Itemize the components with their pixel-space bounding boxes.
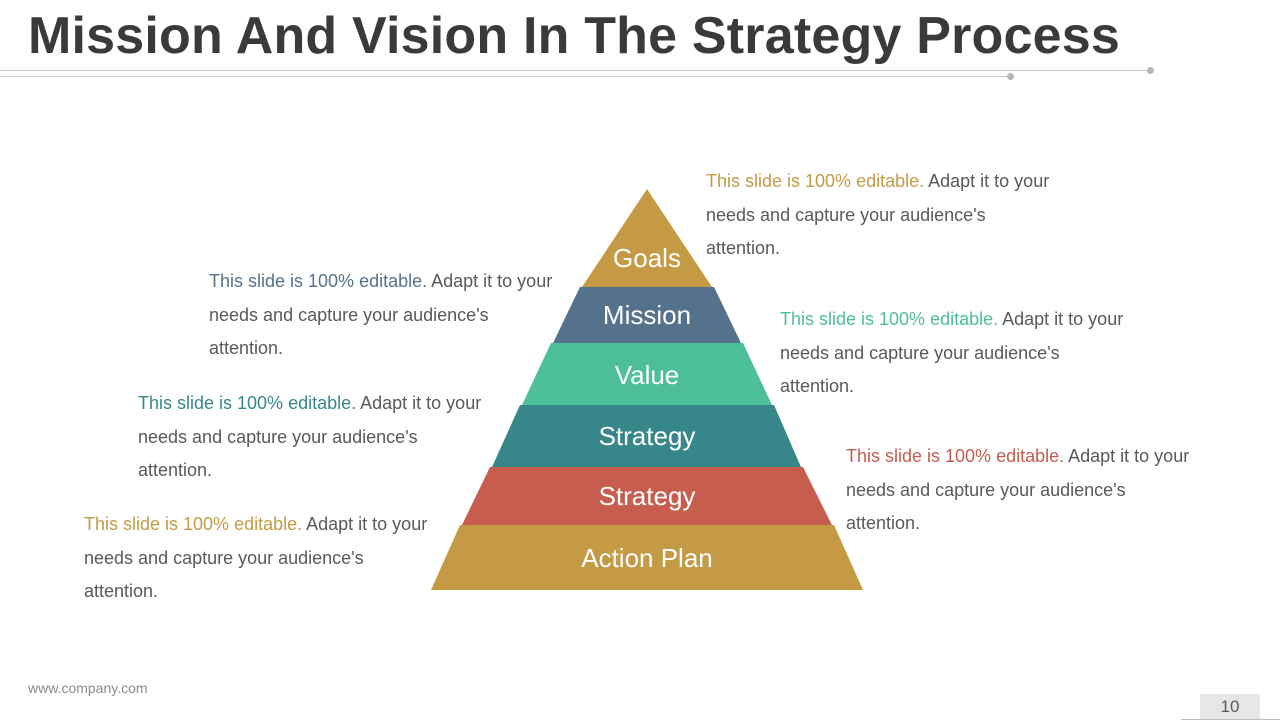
description-highlight: This slide is 100% editable. (84, 514, 303, 534)
description-strategy-2: This slide is 100% editable. Adapt it to… (846, 440, 1196, 541)
underline-end-dot (1007, 73, 1014, 80)
page-number: 10 (1200, 694, 1260, 720)
description-highlight: This slide is 100% editable. (846, 446, 1065, 466)
pyramid-level-action-plan (431, 525, 863, 590)
description-text: Adapt it to your needs and capture your … (780, 309, 1124, 396)
pyramid-level-value (522, 343, 772, 405)
description-highlight: This slide is 100% editable. (706, 171, 925, 191)
description-goals: This slide is 100% editable. Adapt it to… (706, 165, 1056, 266)
description-value: This slide is 100% editable. Adapt it to… (780, 303, 1130, 404)
description-text: Adapt it to your needs and capture your … (138, 393, 482, 480)
pyramid-level-mission (553, 287, 741, 343)
description-highlight: This slide is 100% editable. (209, 271, 428, 291)
description-text: Adapt it to your needs and capture your … (846, 446, 1190, 533)
description-highlight: This slide is 100% editable. (780, 309, 999, 329)
pyramid-label-goals: Goals (613, 243, 681, 273)
pyramid-label-strategy-2: Strategy (599, 481, 696, 511)
footer-url: www.company.com (28, 680, 148, 696)
description-mission: This slide is 100% editable. Adapt it to… (209, 265, 559, 366)
description-highlight: This slide is 100% editable. (138, 393, 357, 413)
description-text: Adapt it to your needs and capture your … (706, 171, 1050, 258)
pyramid-level-strategy-2 (462, 467, 832, 525)
description-action-plan: This slide is 100% editable. Adapt it to… (84, 508, 434, 609)
description-text: Adapt it to your needs and capture your … (209, 271, 553, 358)
pyramid-label-value: Value (615, 360, 680, 390)
pyramid-level-goals (582, 189, 712, 287)
pyramid-label-mission: Mission (603, 300, 691, 330)
pyramid-label-strategy: Strategy (599, 421, 696, 451)
title-underline-short (0, 76, 1012, 77)
pyramid-level-strategy (492, 405, 801, 467)
underline-end-dot (1147, 67, 1154, 74)
description-strategy: This slide is 100% editable. Adapt it to… (138, 387, 488, 488)
pyramid-label-action-plan: Action Plan (581, 543, 713, 573)
title-underline-long (0, 70, 1152, 71)
description-text: Adapt it to your needs and capture your … (84, 514, 428, 601)
slide-title: Mission And Vision In The Strategy Proce… (28, 7, 1120, 65)
